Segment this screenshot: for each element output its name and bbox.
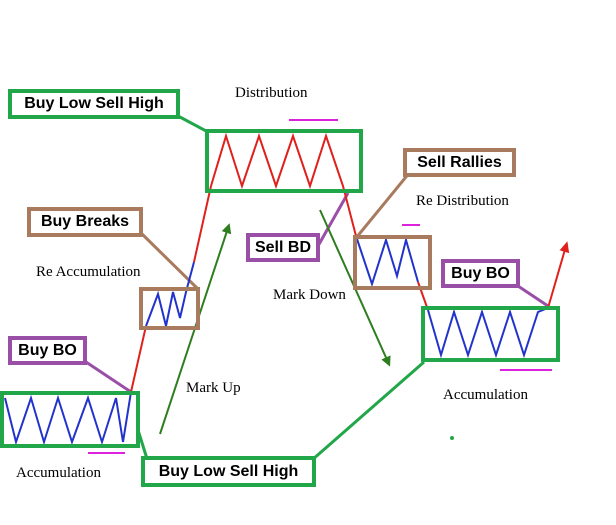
connector-sell-bd [316,192,350,247]
breakout-arrow-up [547,241,570,309]
connector-sell-rallies [354,171,412,239]
re-distribution-box [353,235,432,290]
label-buy-breaks: Buy Breaks [27,207,143,237]
connector-top-green [177,114,209,134]
phase-mark-down: Mark Down [273,287,346,303]
range-boxes [0,129,560,448]
green-dot [450,436,454,440]
connector-buy-bo-left [85,360,132,394]
re-distribution-range [355,235,419,288]
accumulation-right-range [427,307,549,359]
distribution-range [210,132,357,237]
mark-up-arrow [159,223,232,435]
label-buy-bo-left: Buy BO [8,336,87,365]
magenta-marks [88,119,552,454]
label-sell-rallies: Sell Rallies [403,148,516,177]
phase-re-distribution: Re Distribution [416,193,509,209]
price-path [4,132,570,446]
re-accumulation-range [145,261,195,327]
distribution-box [205,129,363,193]
label-buy-low-sell-high-bottom: Buy Low Sell High [141,456,316,487]
phase-accumulation-right: Accumulation [443,387,528,403]
re-accumulation-box [139,287,200,330]
connector-buy-bo-right [517,284,549,308]
accumulation-right-box [421,306,560,362]
connector-bottom-green [311,360,425,462]
markup-segment-1 [130,325,147,393]
phase-accumulation-left: Accumulation [16,465,101,481]
accumulation-left-box [0,391,140,448]
phase-distribution: Distribution [235,85,308,101]
phase-re-accumulation: Re Accumulation [36,264,141,280]
label-sell-bd: Sell BD [246,233,320,262]
label-buy-bo-right: Buy BO [441,259,520,288]
label-buy-low-sell-high-top: Buy Low Sell High [8,89,180,119]
phase-mark-up: Mark Up [186,380,241,396]
accumulation-left-range [4,391,132,446]
markup-segment-2 [193,185,212,263]
